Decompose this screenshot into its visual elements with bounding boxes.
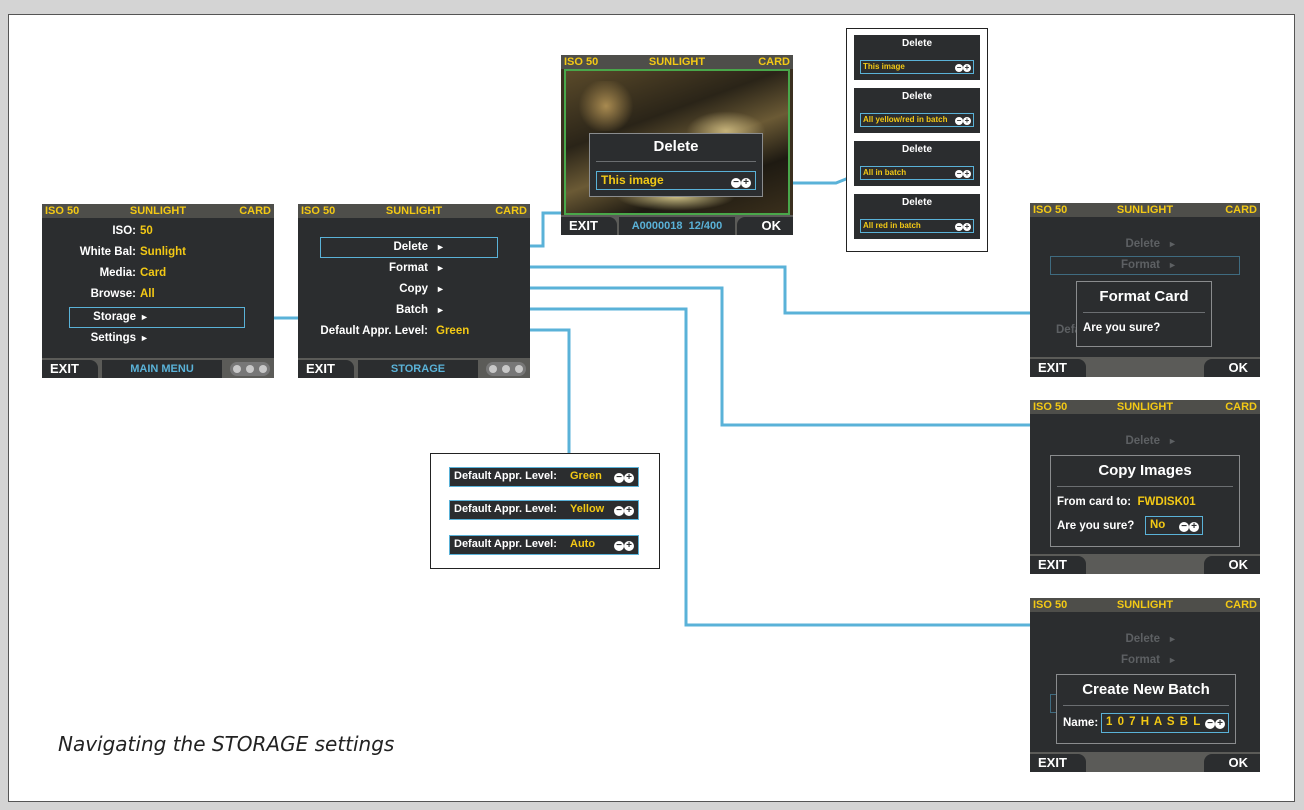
bottom-bar: EXIT OK — [1030, 554, 1260, 574]
menu-row-settings[interactable]: Settings ► — [42, 328, 274, 348]
plus-minus-icon: −+ — [955, 168, 971, 178]
arrow-icon: ► — [140, 333, 149, 343]
exit-button[interactable]: EXIT — [1030, 556, 1086, 574]
appr-option-green[interactable]: Default Appr. Level: Green −+ — [449, 467, 639, 487]
bottom-bar: EXIT MAIN MENU — [42, 358, 274, 378]
status-bar: ISO 50 SUNLIGHT CARD — [42, 204, 274, 218]
wb-indicator: SUNLIGHT — [129, 205, 187, 217]
confirm-question: Are you sure? — [1083, 322, 1161, 334]
copy-destination: From card to: FWDISK01 — [1057, 496, 1196, 508]
status-bar: ISO 50 SUNLIGHT CARD — [298, 204, 530, 218]
menu-row-storage[interactable]: Storage ► — [42, 307, 274, 327]
menu-row-iso[interactable]: ISO: 50 — [112, 225, 153, 237]
wire-format — [462, 265, 1030, 315]
exit-button[interactable]: EXIT — [1030, 359, 1086, 377]
delete-option-card: Delete All yellow/red in batch −+ — [854, 88, 980, 133]
photo-delete-screen: ISO 50 SUNLIGHT CARD Delete This image −… — [561, 55, 793, 235]
batch-dialog: Create New Batch Name: 1 0 7 H A S B L −… — [1056, 674, 1236, 744]
plus-minus-icon: −+ — [1205, 716, 1225, 733]
media-indicator: CARD — [239, 205, 271, 217]
delete-option-card: Delete All red in batch −+ — [854, 194, 980, 239]
delete-options-panel: Delete This image −+ Delete All yellow/r… — [846, 28, 988, 252]
arrow-icon: ► — [436, 305, 445, 315]
storage-screen: ISO 50 SUNLIGHT CARD Delete ► Format ► C… — [298, 204, 530, 378]
delete-option-field[interactable]: This image −+ — [596, 171, 756, 190]
appr-option-yellow[interactable]: Default Appr. Level: Yellow −+ — [449, 500, 639, 520]
exit-button[interactable]: EXIT — [561, 217, 617, 235]
main-menu-screen: ISO 50 SUNLIGHT CARD ISO: 50 White Bal: … — [42, 204, 274, 378]
bg-row-delete: Delete ► — [1125, 238, 1177, 250]
arrow-icon: ► — [436, 263, 445, 273]
menu-title: STORAGE — [358, 360, 478, 378]
batch-name-field[interactable]: 1 0 7 H A S B L −+ — [1101, 713, 1229, 733]
ok-button[interactable]: OK — [1204, 359, 1260, 377]
bg-row-format: Format ► — [1121, 259, 1177, 271]
name-label: Name: — [1063, 717, 1099, 729]
copy-confirm-field[interactable]: No −+ — [1145, 516, 1203, 535]
plus-minus-icon[interactable]: −+ — [731, 174, 751, 190]
appr-level-options-panel: Default Appr. Level: Green −+ Default Ap… — [430, 453, 660, 569]
delete-option-all[interactable]: All in batch −+ — [860, 166, 974, 180]
delete-option-card: Delete This image −+ — [854, 35, 980, 80]
bottom-bar: EXIT OK — [1030, 752, 1260, 772]
plus-minus-icon: −+ — [614, 503, 634, 520]
delete-option-this-image[interactable]: This image −+ — [860, 60, 974, 74]
bg-row-partial: Defa — [1056, 324, 1081, 336]
bg-row-delete: Delete ► — [1125, 633, 1177, 645]
delete-option-card: Delete All in batch −+ — [854, 141, 980, 186]
storage-highlight — [69, 307, 245, 328]
plus-minus-icon: −+ — [614, 538, 634, 555]
ok-button[interactable]: OK — [737, 217, 793, 235]
exit-button[interactable]: EXIT — [298, 360, 354, 378]
menu-row-white-bal[interactable]: White Bal: Sunlight — [79, 246, 186, 258]
appr-option-auto[interactable]: Default Appr. Level: Auto −+ — [449, 535, 639, 555]
menu-title: MAIN MENU — [102, 360, 222, 378]
storage-row-format[interactable]: Format ► — [298, 258, 530, 278]
arrow-icon: ► — [436, 242, 445, 252]
delete-highlight — [320, 237, 498, 258]
storage-row-batch[interactable]: Batch ► — [298, 300, 530, 320]
figure-caption: Navigating the STORAGE settings — [58, 732, 395, 756]
storage-row-appr-level[interactable]: Default Appr. Level: Green — [320, 325, 470, 337]
delete-option-yellow-red[interactable]: All yellow/red in batch −+ — [860, 113, 974, 127]
delete-option-all-red[interactable]: All red in batch −+ — [860, 219, 974, 233]
bottom-bar: EXIT OK — [1030, 357, 1260, 377]
file-info: A0000018 12/400 — [619, 217, 735, 235]
bottom-bar: EXIT A0000018 12/400 OK — [561, 215, 793, 235]
dial-icon — [486, 362, 526, 376]
confirm-question: Are you sure? — [1057, 520, 1135, 532]
plus-minus-icon: −+ — [614, 470, 634, 487]
delete-dialog: Delete This image −+ — [589, 133, 763, 197]
ok-button[interactable]: OK — [1204, 754, 1260, 772]
wire-batch — [462, 307, 1030, 627]
exit-button[interactable]: EXIT — [42, 360, 98, 378]
plus-minus-icon: −+ — [955, 62, 971, 72]
bg-row-format: Format ► — [1121, 654, 1177, 666]
bottom-bar: EXIT STORAGE — [298, 358, 530, 378]
wire-copy — [462, 286, 1030, 427]
iso-indicator: ISO 50 — [45, 205, 80, 217]
format-dialog: Format Card Are you sure? — [1076, 281, 1212, 347]
copy-dialog: Copy Images From card to: FWDISK01 Are y… — [1050, 455, 1240, 547]
dial-icon — [230, 362, 270, 376]
exit-button[interactable]: EXIT — [1030, 754, 1086, 772]
storage-row-copy[interactable]: Copy ► — [298, 279, 530, 299]
plus-minus-icon: −+ — [955, 221, 971, 231]
arrow-icon: ► — [140, 312, 149, 322]
menu-row-browse[interactable]: Browse: All — [90, 288, 155, 300]
arrow-icon: ► — [436, 284, 445, 294]
ok-button[interactable]: OK — [1204, 556, 1260, 574]
bg-row-delete: Delete ► — [1125, 435, 1177, 447]
menu-row-media[interactable]: Media: Card — [99, 267, 167, 279]
storage-row-delete[interactable]: Delete ► — [298, 237, 530, 257]
status-bar: ISO 50 SUNLIGHT CARD — [561, 55, 793, 69]
plus-minus-icon: −+ — [955, 115, 971, 125]
plus-minus-icon: −+ — [1179, 519, 1199, 535]
